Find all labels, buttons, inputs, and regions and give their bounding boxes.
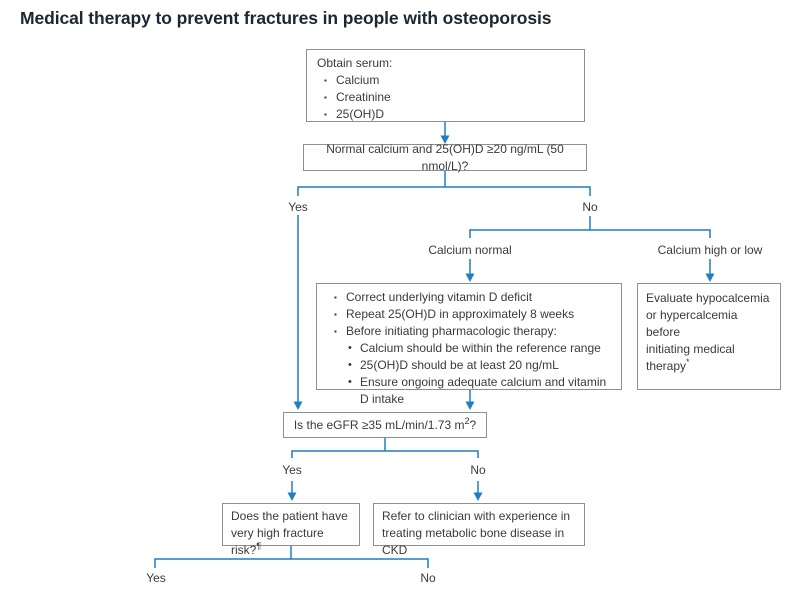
branch-label-calcium-normal: Calcium normal — [428, 243, 512, 257]
bullet-square-icon: ▪ — [334, 293, 337, 302]
list-item: • 25(OH)D should be at least 20 ng/mL — [348, 358, 559, 372]
connector-egfr-split — [291, 438, 479, 458]
node-refer-ckd: Refer to clinician with experience in tr… — [373, 503, 585, 557]
connector-to-evaluate-box — [705, 259, 715, 282]
branch-label-no-1: No — [582, 200, 598, 214]
bullet-square-icon: ▪ — [334, 327, 337, 336]
list-item: ▪ Correct underlying vitamin D deficit — [334, 290, 533, 304]
connector-yes-to-egfr — [293, 215, 303, 410]
connector-calcium-status-split — [469, 216, 711, 238]
branch-label-yes-3: Yes — [146, 571, 166, 585]
calcium-question-text: Normal calcium and 25(OH)D ≥20 ng/mL (50… — [326, 141, 564, 173]
page-title: Medical therapy to prevent fractures in … — [20, 8, 552, 28]
list-item: • Calcium should be within the reference… — [348, 341, 601, 355]
connector-to-management-box — [465, 259, 475, 282]
egfr-question-text: Is the eGFR ≥35 mL/min/1.73 m2? — [293, 415, 477, 432]
list-item: • Ensure ongoing adequate calcium and vi… — [348, 375, 607, 406]
bullet-dot-icon: • — [348, 376, 352, 388]
footnote-asterisk: * — [686, 357, 690, 367]
obtain-serum-heading: Obtain serum: — [317, 56, 393, 70]
bullet-square-icon: ▪ — [324, 93, 327, 102]
branch-label-calcium-high-low: Calcium high or low — [657, 243, 763, 257]
node-vitamin-d-management: ▪ Correct underlying vitamin D deficit ▪… — [316, 283, 622, 406]
bullet-dot-icon: • — [348, 359, 352, 371]
node-obtain-serum: Obtain serum: ▪ Calcium ▪ Creatinine ▪ 2… — [306, 49, 585, 122]
branch-label-yes-2: Yes — [282, 463, 302, 477]
list-item: ▪ Repeat 25(OH)D in approximately 8 week… — [334, 307, 575, 321]
list-item: ▪ Creatinine — [324, 90, 391, 104]
branch-label-no-3: No — [420, 571, 436, 585]
list-item: ▪ Before initiating pharmacologic therap… — [334, 324, 557, 338]
node-calcium-question: Normal calcium and 25(OH)D ≥20 ng/mL (50… — [303, 142, 587, 173]
bullet-square-icon: ▪ — [334, 310, 337, 319]
bullet-dot-icon: • — [348, 342, 352, 354]
connector-egfr-yes — [287, 481, 297, 501]
node-egfr-question: Is the eGFR ≥35 mL/min/1.73 m2? — [283, 412, 487, 438]
connector-egfr-no — [473, 481, 483, 501]
node-evaluate-calcemia: Evaluate hypocalcemia or hypercalcemia b… — [637, 283, 781, 390]
bullet-square-icon: ▪ — [324, 110, 327, 119]
branch-label-yes-1: Yes — [288, 200, 308, 214]
branch-label-no-2: No — [470, 463, 486, 477]
list-item: ▪ 25(OH)D — [324, 107, 385, 121]
footnote-pilcrow: ¶ — [256, 541, 262, 551]
node-fracture-risk-question: Does the patient have very high fracture… — [222, 503, 360, 557]
list-item: ▪ Calcium — [324, 73, 380, 87]
bullet-square-icon: ▪ — [324, 76, 327, 85]
